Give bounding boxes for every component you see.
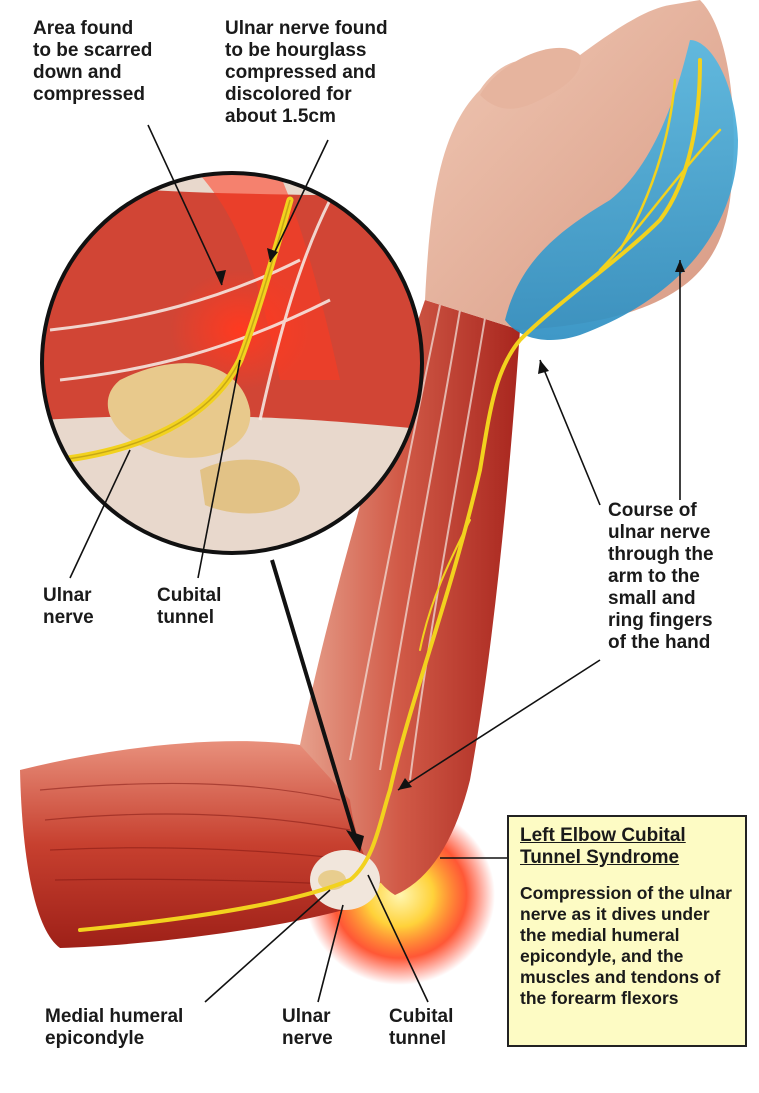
callout-arrowheads bbox=[215, 248, 685, 790]
upper-arm-muscle-striations bbox=[39, 782, 356, 886]
ulnar-nerve-course bbox=[78, 58, 722, 932]
label-elbow-cubital-tunnel: Cubital tunnel bbox=[389, 1006, 454, 1049]
label-course-of-ulnar-nerve: Course of ulnar nerve through the arm to… bbox=[608, 500, 714, 653]
callout-lines bbox=[69, 124, 681, 1003]
forearm-tendons bbox=[349, 304, 486, 781]
label-inset-cubital-tunnel: Cubital tunnel bbox=[157, 585, 222, 628]
inset-to-elbow-leader bbox=[270, 559, 358, 841]
inset-to-elbow-arrowhead bbox=[346, 830, 364, 852]
label-inset-ulnar-nerve: Ulnar nerve bbox=[43, 585, 94, 628]
label-medial-humeral-epicondyle: Medial humeral epicondyle bbox=[45, 1006, 184, 1049]
label-scarred-area: Area found to be scarred down and compre… bbox=[33, 18, 153, 105]
title-box-heading: Left Elbow Cubital Tunnel Syndrome bbox=[520, 825, 686, 868]
label-elbow-ulnar-nerve: Ulnar nerve bbox=[282, 1006, 333, 1049]
thumb bbox=[480, 47, 581, 109]
label-hourglass-compression: Ulnar nerve found to be hourglass compre… bbox=[225, 18, 388, 127]
title-box-description: Compression of the ulnar nerve as it div… bbox=[520, 883, 732, 1008]
title-box: Left Elbow Cubital Tunnel Syndrome Compr… bbox=[507, 815, 747, 1047]
